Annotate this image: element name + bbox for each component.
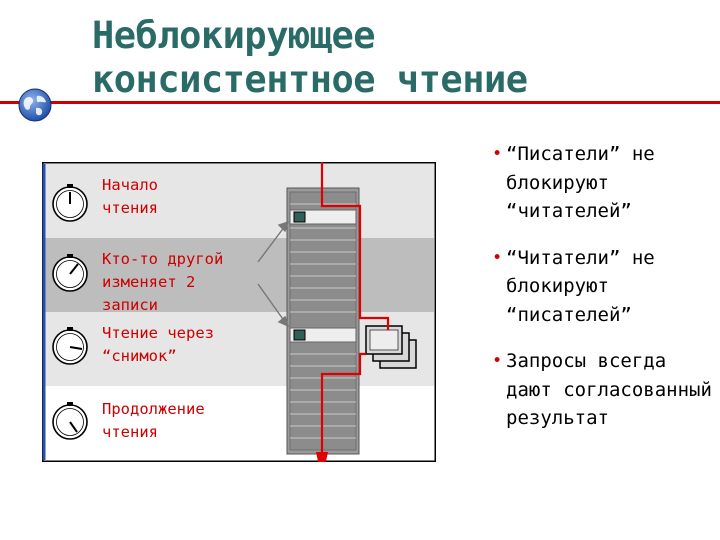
snapshot-diagram: Начало чтения Кто-то другой изменяет 2 з… xyxy=(42,162,436,462)
modified-record xyxy=(289,209,357,225)
snapshot-stack xyxy=(365,325,417,369)
bullet-item: • Запросы всегда дают согласованный резу… xyxy=(470,347,715,433)
bullet-item: • “Писатели” не блокируют “читателей” xyxy=(470,140,715,226)
title-divider xyxy=(0,101,720,104)
title-line-1: Неблокирующее xyxy=(92,14,376,57)
bullet-dot-icon: • xyxy=(492,144,503,164)
read-path xyxy=(320,162,390,460)
title-line-2: консистентное чтение xyxy=(92,58,528,101)
bullet-text: Запросы всегда дают согласованный резуль… xyxy=(506,350,712,429)
band-1 xyxy=(44,164,434,238)
step-label-snapshot: Чтение через “снимок” xyxy=(102,324,214,365)
slide-title: Неблокирующее консистентное чтение xyxy=(92,14,528,102)
bullet-item: • “Читатели” не блокируют “писателей” xyxy=(470,244,715,330)
step-label-modify: Кто-то другой изменяет 2 записи xyxy=(102,250,224,314)
diagram-canvas xyxy=(42,162,436,462)
band-4 xyxy=(44,386,434,460)
bullet-dot-icon: • xyxy=(492,247,503,268)
bullet-text: “Читатели” не блокируют “писателей” xyxy=(506,246,655,326)
change-arrows xyxy=(257,220,290,328)
step-label-start: Начало чтения xyxy=(102,176,158,217)
bullet-dot-icon: • xyxy=(492,351,503,371)
clock-icon xyxy=(52,327,88,365)
clock-icon xyxy=(52,184,88,222)
clock-icon xyxy=(52,402,88,440)
read-arrowhead xyxy=(316,452,328,462)
globe-icon xyxy=(18,88,52,122)
clock-icon xyxy=(52,254,88,292)
bullet-text: “Писатели” не блокируют “читателей” xyxy=(506,143,655,222)
bullet-list: • “Писатели” не блокируют “читателей” • … xyxy=(470,140,715,451)
band-2 xyxy=(44,238,434,312)
modified-record xyxy=(289,327,357,343)
step-label-continue: Продолжение чтения xyxy=(102,400,205,441)
